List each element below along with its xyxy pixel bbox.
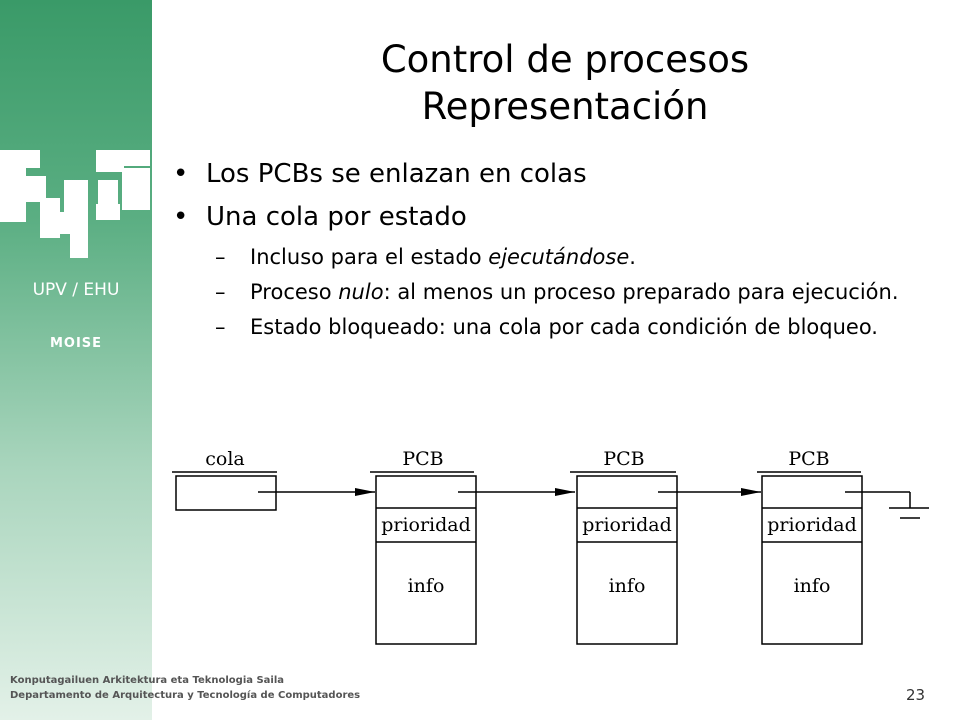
pcb-box — [375, 475, 477, 645]
upv-ehu-logo-icon — [0, 150, 150, 258]
subbullet-item: – Proceso nulo: al menos un proceso prep… — [170, 279, 940, 306]
pcb-block: PCB prioridad info — [570, 448, 678, 645]
pcb-label: PCB — [788, 448, 829, 470]
dash-symbol: – — [215, 280, 226, 304]
queue-label: cola — [205, 448, 244, 470]
info-label: info — [794, 575, 831, 597]
dash-symbol: – — [215, 315, 226, 339]
title-line-1: Control de procesos — [380, 38, 750, 81]
queue-head-box — [175, 475, 277, 511]
info-label: info — [408, 575, 445, 597]
bullet-item: • Una cola por estado — [170, 201, 940, 233]
title-line-2: Representación — [421, 85, 709, 128]
pcb-label: PCB — [603, 448, 644, 470]
institution-label: UPV / EHU — [32, 280, 120, 300]
page-number: 23 — [906, 686, 926, 704]
subbullet-item: – Estado bloqueado: una cola por cada co… — [170, 314, 940, 341]
pcb-block: PCB prioridad info — [757, 448, 863, 645]
dash-symbol: – — [215, 245, 226, 269]
footer: Konputagailuen Arkitektura eta Teknologi… — [10, 673, 360, 703]
info-label: info — [609, 575, 646, 597]
subbullet-text: Estado bloqueado: una cola por cada cond… — [250, 315, 878, 339]
subbullet-item: – Incluso para el estado ejecutándose. — [170, 244, 940, 271]
priority-label: prioridad — [582, 514, 672, 536]
priority-label: prioridad — [767, 514, 857, 536]
pcb-block: PCB prioridad info — [370, 448, 477, 645]
bullet-item: • Los PCBs se enlazan en colas — [170, 158, 940, 190]
bullet-text: Los PCBs se enlazan en colas — [206, 159, 587, 189]
footer-line-1: Konputagailuen Arkitektura eta Teknologi… — [10, 675, 285, 686]
pcb-box — [761, 475, 863, 645]
slide-title: Control de procesos Representación — [200, 36, 930, 130]
pcb-label: PCB — [402, 448, 443, 470]
priority-label: prioridad — [381, 514, 471, 536]
bullet-symbol: • — [173, 202, 189, 232]
subbullet-text: Proceso nulo: al menos un proceso prepar… — [250, 280, 899, 304]
pcb-box — [576, 475, 678, 645]
group-label: MOISE — [49, 336, 103, 351]
bullet-symbol: • — [173, 159, 189, 189]
subbullet-text: Incluso para el estado ejecutándose. — [250, 245, 636, 269]
bullet-list: • Los PCBs se enlazan en colas • Una col… — [170, 158, 940, 349]
ground-icon — [845, 491, 929, 519]
footer-line-2: Departamento de Arquitectura y Tecnologí… — [10, 690, 361, 701]
sidebar: UPV / EHU MOISE — [0, 0, 152, 720]
bullet-text: Una cola por estado — [206, 202, 467, 232]
